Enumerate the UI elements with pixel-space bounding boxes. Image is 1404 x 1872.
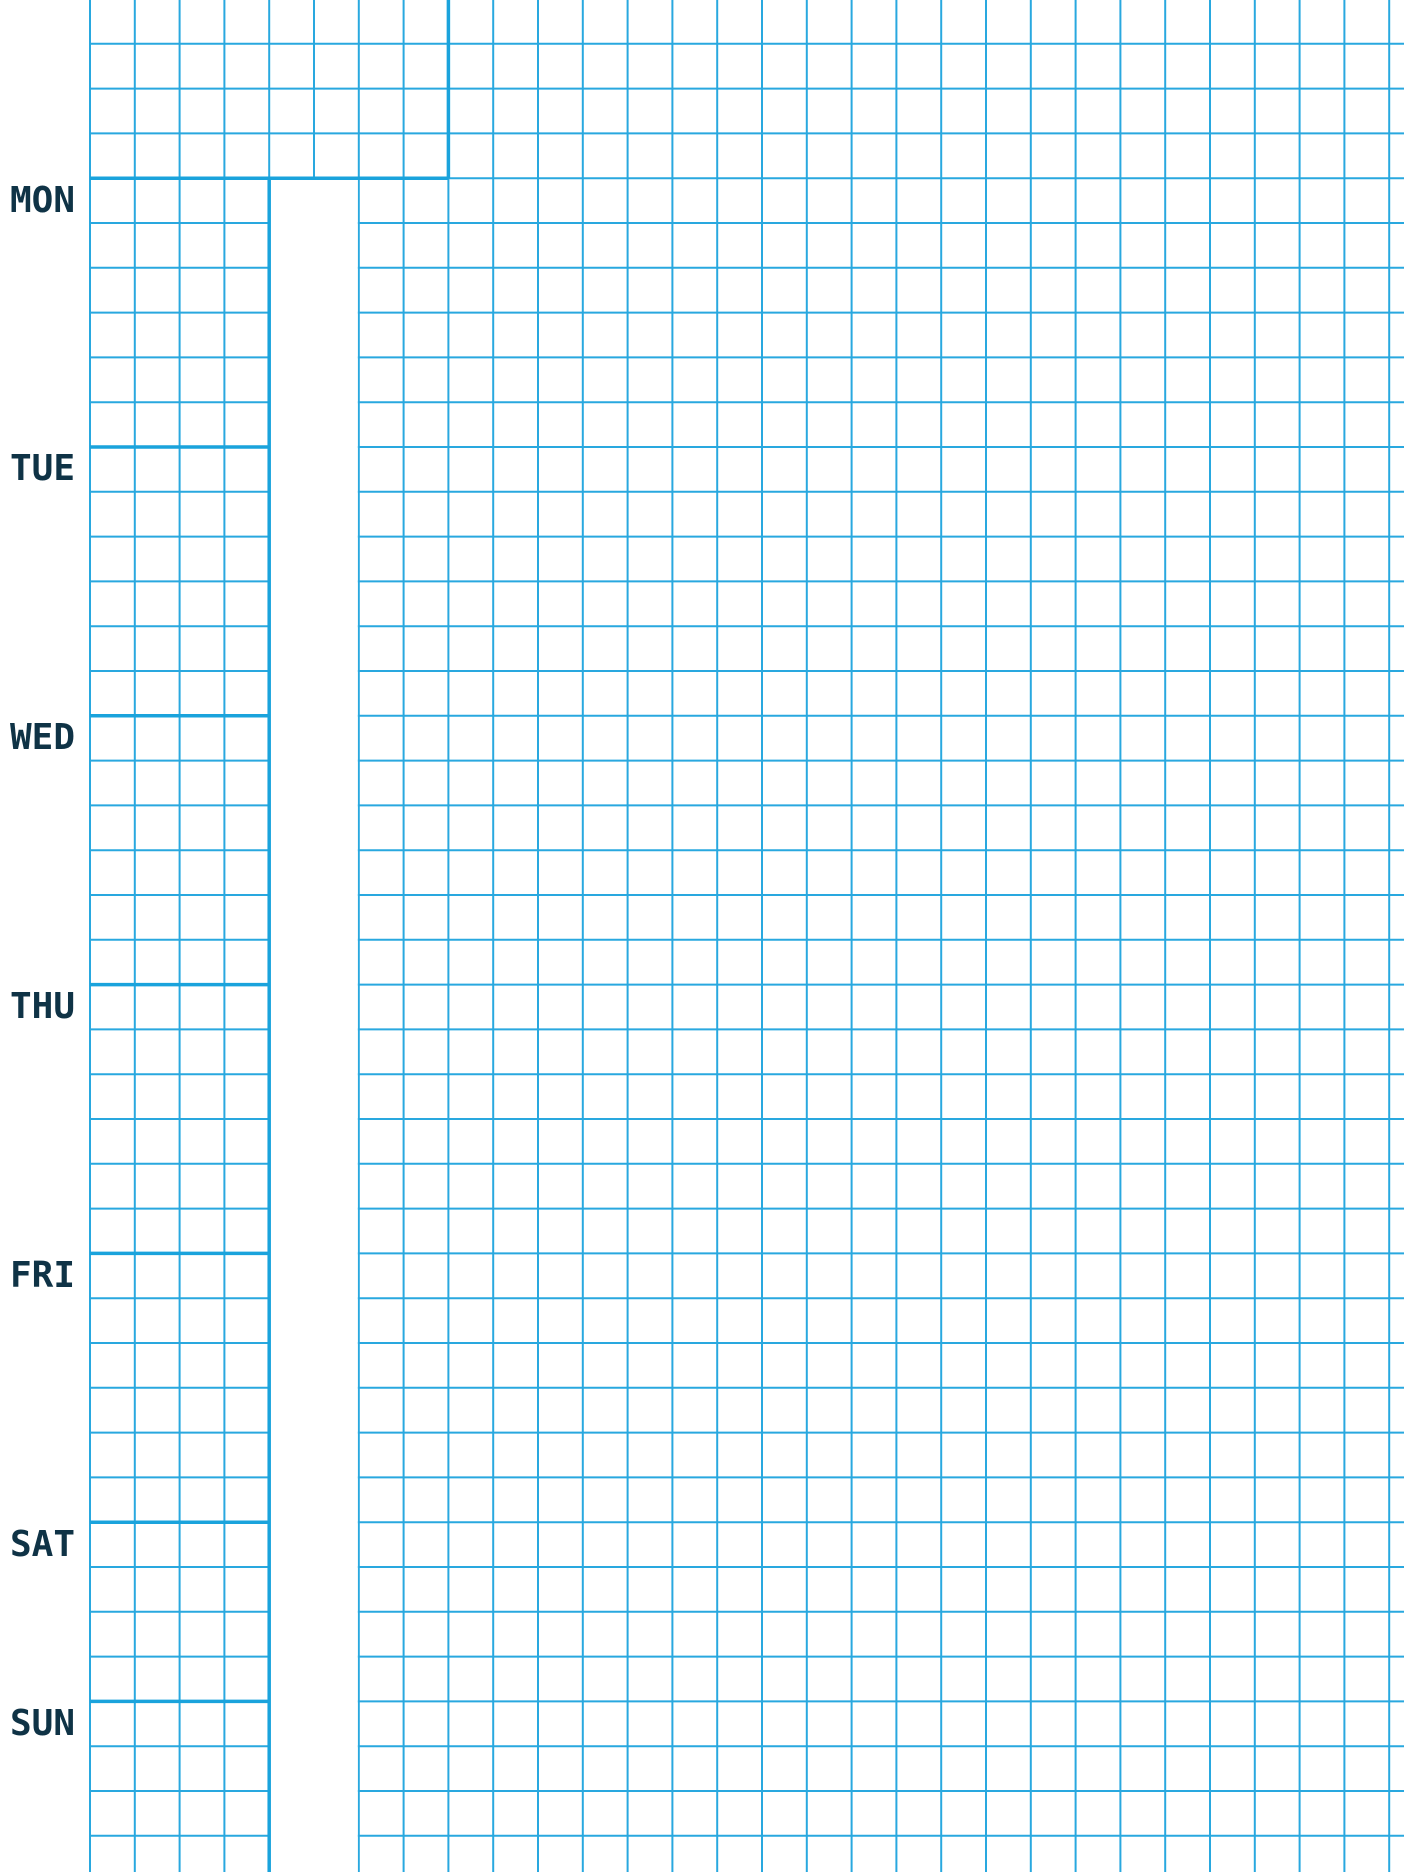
- day-label-tue: TUE: [10, 448, 76, 490]
- day-label-thu: THU: [10, 986, 76, 1027]
- blank-column-gap: [270, 179, 358, 1872]
- day-label-sat: SAT: [10, 1523, 76, 1565]
- day-label-wed: WED: [10, 717, 76, 759]
- day-label-fri: FRI: [10, 1254, 76, 1296]
- day-label-mon: MON: [10, 179, 76, 221]
- day-label-sun: SUN: [10, 1702, 76, 1744]
- day-divider-lines: [90, 0, 451, 1872]
